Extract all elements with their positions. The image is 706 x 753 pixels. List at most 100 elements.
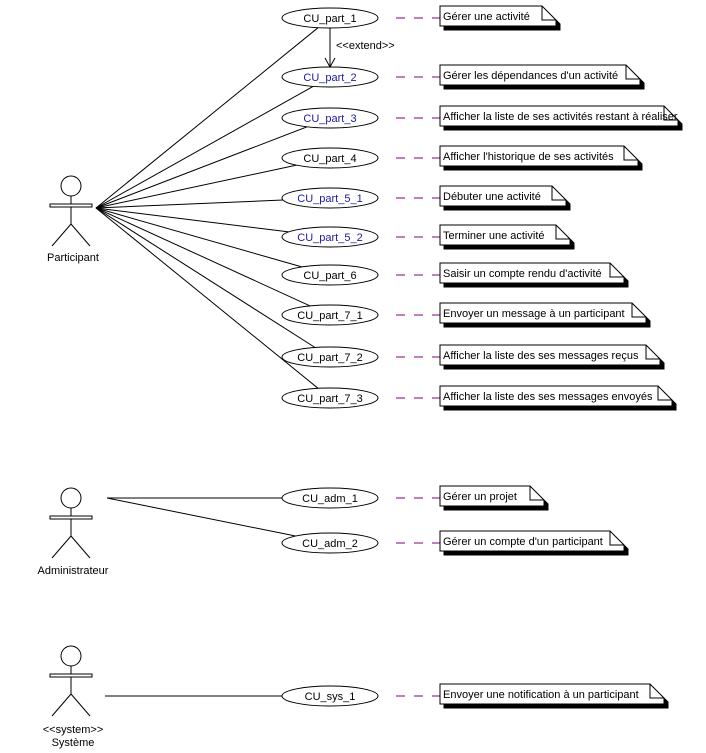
use-case-ellipse — [281, 346, 379, 368]
use-case-label: CU_part_7_2 — [297, 352, 362, 364]
association-line — [95, 207, 316, 348]
note-text: Envoyer une notification à un participan… — [443, 689, 639, 701]
use-case-label: CU_part_4 — [303, 153, 356, 165]
note-fold — [555, 225, 570, 240]
use-case-label: CU_sys_1 — [305, 691, 356, 703]
use-case-ellipse — [281, 187, 379, 209]
association-line — [95, 207, 302, 268]
use-case-label: CU_adm_2 — [302, 538, 358, 550]
actor-leg-left — [51, 535, 72, 559]
association-line — [95, 207, 289, 233]
note-text: Afficher la liste de ses activités resta… — [443, 111, 678, 123]
connector-layer — [95, 17, 440, 697]
use-case-CU_part_7_3: CU_part_7_3 — [281, 387, 379, 409]
note-text: Saisir un compte rendu d'activité — [443, 268, 602, 280]
association-line — [95, 27, 319, 209]
use-case-CU_sys_1: CU_sys_1 — [281, 685, 379, 707]
actor-head — [60, 487, 82, 509]
use-case-CU_part_1: CU_part_1 — [281, 7, 379, 29]
use-case-label: CU_part_7_3 — [297, 393, 362, 405]
association-line — [95, 207, 319, 389]
note-fold — [649, 684, 664, 699]
note: Afficher la liste de ses activités resta… — [439, 105, 683, 131]
extend-arrow-icon — [324, 57, 336, 69]
actor-systeme: <<system>>Système — [43, 645, 104, 749]
note-fold — [645, 345, 660, 360]
use-case-label: CU_part_5_2 — [297, 232, 362, 244]
note: Débuter une activité — [439, 185, 571, 211]
actor-leg-right — [70, 535, 91, 559]
use-case-CU_part_5_1: CU_part_5_1 — [281, 187, 379, 209]
note: Gérer un compte d'un participant — [439, 530, 629, 556]
use-case-label: CU_part_1 — [303, 13, 356, 25]
note-body — [439, 530, 625, 552]
note-fold — [625, 65, 640, 80]
note: Gérer un projet — [439, 485, 549, 511]
actor-label: Système — [52, 737, 95, 749]
note-fold — [623, 146, 638, 161]
use-case-CU_part_5_2: CU_part_5_2 — [281, 226, 379, 248]
use-case-label: CU_part_3 — [303, 113, 356, 125]
extend-label: <<extend>> — [336, 40, 395, 52]
association-line — [95, 199, 284, 209]
use-case-ellipse — [281, 264, 379, 286]
association-line — [95, 85, 314, 209]
use-case-CU_part_3: CU_part_3 — [281, 107, 379, 129]
note-body — [439, 105, 679, 127]
note: Envoyer une notification à un participan… — [439, 683, 669, 709]
note-text: Envoyer un message à un participant — [443, 308, 625, 320]
note: Gérer les dépendances d'un activité — [439, 64, 645, 90]
use-case-ellipse — [281, 226, 379, 248]
note-fold — [663, 106, 678, 121]
actor-stereotype: <<system>> — [43, 724, 104, 736]
use-case-CU_part_6: CU_part_6 — [281, 264, 379, 286]
note-body — [439, 224, 571, 246]
note-body — [439, 683, 665, 705]
extend-relation: <<extend>> — [324, 28, 395, 69]
use-case-ellipse — [281, 387, 379, 409]
note-text: Gérer les dépendances d'un activité — [443, 70, 618, 82]
note-body — [439, 485, 545, 507]
note-text: Afficher l'historique de ses activités — [443, 151, 614, 163]
note-fold — [609, 263, 624, 278]
note: Gérer une activité — [439, 5, 561, 31]
actor-arms — [49, 673, 93, 678]
use-case-CU_part_7_1: CU_part_7_1 — [281, 304, 379, 326]
use-case-ellipse — [281, 685, 379, 707]
note-fold — [541, 6, 556, 21]
shape-layer: ParticipantAdministrateur<<system>>Systè… — [38, 5, 683, 749]
note-text: Gérer un compte d'un participant — [443, 536, 603, 548]
actor-arms — [49, 203, 93, 208]
association-line — [95, 207, 311, 307]
actor-leg-left — [51, 223, 72, 247]
note-body — [439, 344, 661, 366]
use-case-CU_adm_1: CU_adm_1 — [281, 487, 379, 509]
use-case-label: CU_part_7_1 — [297, 310, 362, 322]
use-case-label: CU_part_2 — [303, 72, 356, 84]
use-case-label: CU_part_6 — [303, 270, 356, 282]
note-body — [439, 262, 625, 284]
note-text: Gérer un projet — [443, 491, 517, 503]
note-text: Afficher la liste des ses messages reçus — [443, 350, 639, 362]
note: Afficher la liste des ses messages envoy… — [439, 385, 677, 411]
association-line — [106, 497, 296, 537]
use-case-label: CU_part_5_1 — [297, 193, 362, 205]
use-case-CU_part_2: CU_part_2 — [281, 66, 379, 88]
note-body — [439, 5, 557, 27]
use-case-ellipse — [281, 487, 379, 509]
note-body — [439, 385, 673, 407]
note-text: Terminer une activité — [443, 230, 545, 242]
note-fold — [551, 186, 566, 201]
note-fold — [609, 531, 624, 546]
note-fold — [631, 303, 646, 318]
use-case-ellipse — [281, 532, 379, 554]
actor-leg-right — [70, 223, 91, 247]
note-body — [439, 64, 641, 86]
note-body — [439, 145, 639, 167]
actor-leg-left — [51, 693, 72, 717]
note-text: Afficher la liste des ses messages envoy… — [443, 391, 653, 403]
note: Afficher l'historique de ses activités — [439, 145, 643, 171]
note-text: Gérer une activité — [443, 11, 530, 23]
use-case-ellipse — [281, 304, 379, 326]
